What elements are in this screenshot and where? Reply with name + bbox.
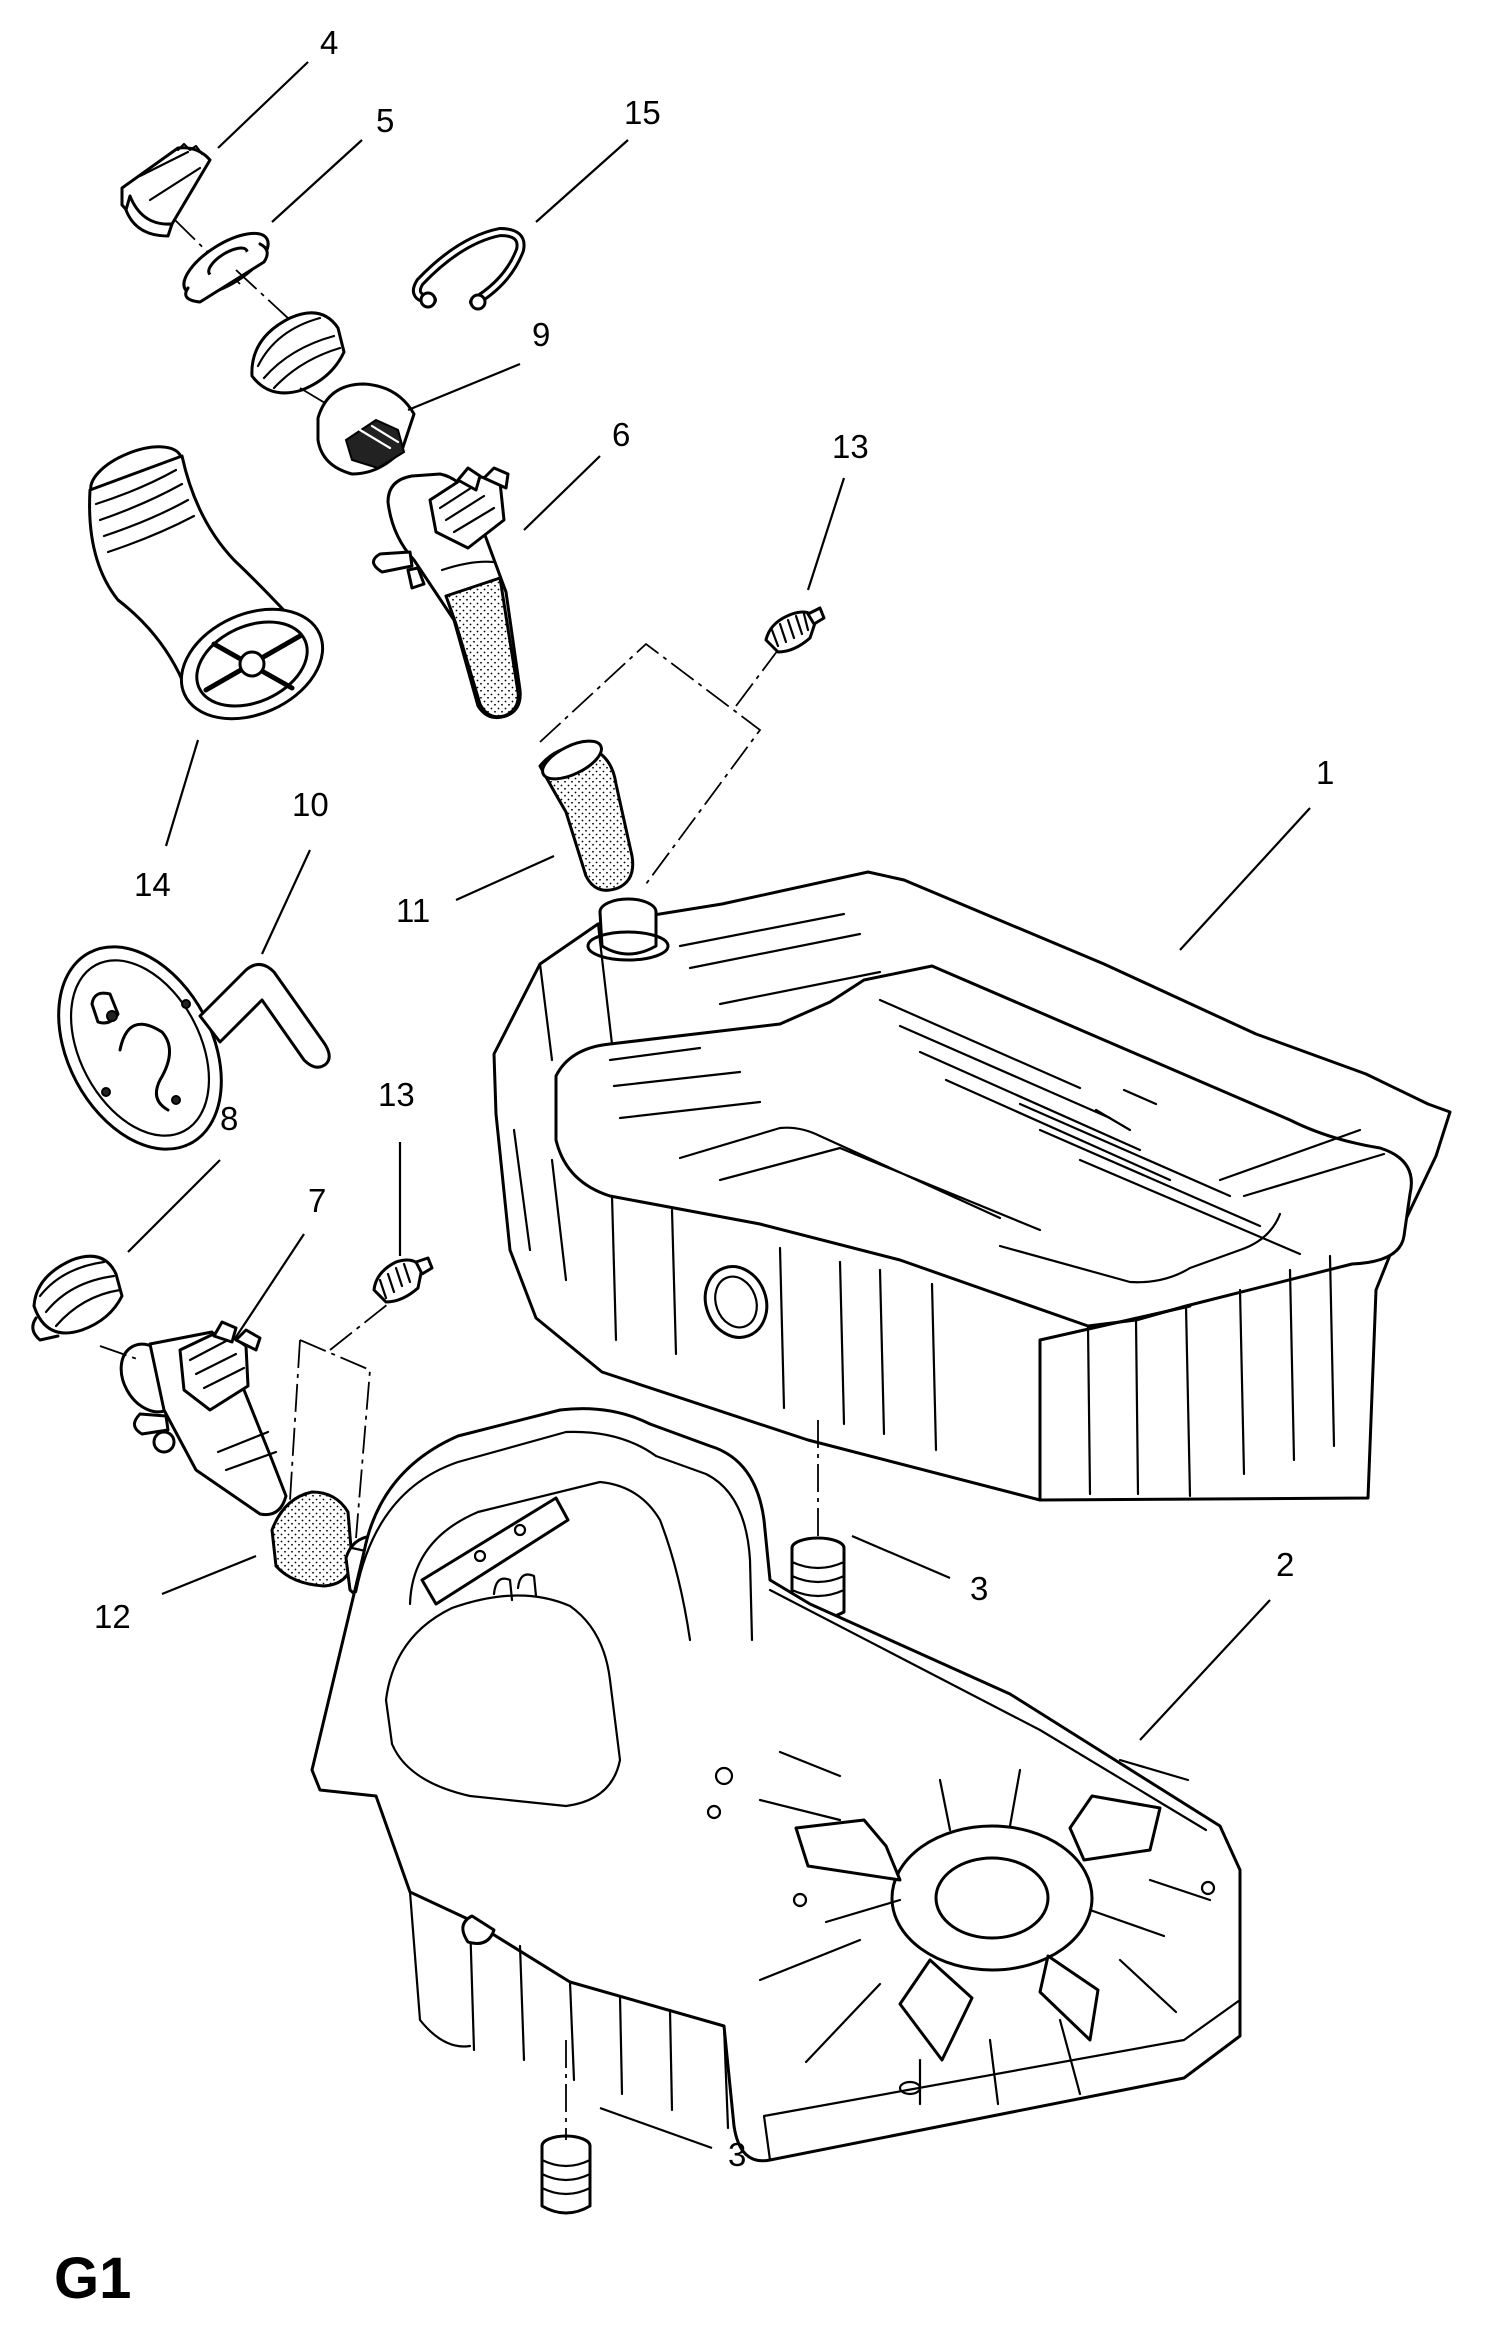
callout-2: 2 <box>1276 1546 1294 1583</box>
callout-7: 7 <box>308 1182 326 1219</box>
washer-part <box>182 231 291 321</box>
snap-ring-part <box>412 227 526 311</box>
lower-filler-neck-part <box>119 1320 288 1517</box>
leader-lines <box>127 61 1311 2150</box>
vent-line-plate-part <box>57 945 331 1151</box>
filler-cap-part <box>120 142 241 285</box>
callout-13-upper: 13 <box>832 428 869 465</box>
callout-5: 5 <box>376 102 394 139</box>
callout-1: 1 <box>1316 754 1334 791</box>
upper-filler-neck-part <box>372 466 522 720</box>
callout-8: 8 <box>220 1100 238 1137</box>
callout-13-lower: 13 <box>378 1076 415 1113</box>
callout-6: 6 <box>612 416 630 453</box>
callout-3-lower: 3 <box>728 2136 746 2173</box>
callout-labels: 4 5 15 9 6 13 14 10 11 1 13 8 7 12 3 2 3 <box>94 24 1334 2173</box>
fuel-tank-upper-part <box>492 870 1452 1502</box>
assembly-lines <box>99 642 819 2140</box>
filler-hose-upper-part <box>538 739 635 892</box>
cap-lower-part <box>31 1254 124 1342</box>
callout-9: 9 <box>532 316 550 353</box>
sleeve-part <box>316 382 416 476</box>
grommet-part <box>250 311 346 413</box>
figure-id: G1 <box>54 2246 131 2311</box>
callout-15: 15 <box>624 94 661 131</box>
callout-14: 14 <box>134 866 171 903</box>
callout-11: 11 <box>396 892 430 929</box>
callout-12: 12 <box>94 1598 131 1635</box>
hose-clamp-upper-part <box>764 606 826 654</box>
callout-4: 4 <box>320 24 338 61</box>
drain-plug-lower-part <box>540 2134 592 2215</box>
hose-clamp-lower-part <box>372 1256 434 1304</box>
callout-10: 10 <box>292 786 329 823</box>
fuel-tank-lower-part <box>310 1407 1242 2163</box>
callout-3-upper: 3 <box>970 1570 988 1607</box>
filler-funnel-part <box>88 445 325 721</box>
